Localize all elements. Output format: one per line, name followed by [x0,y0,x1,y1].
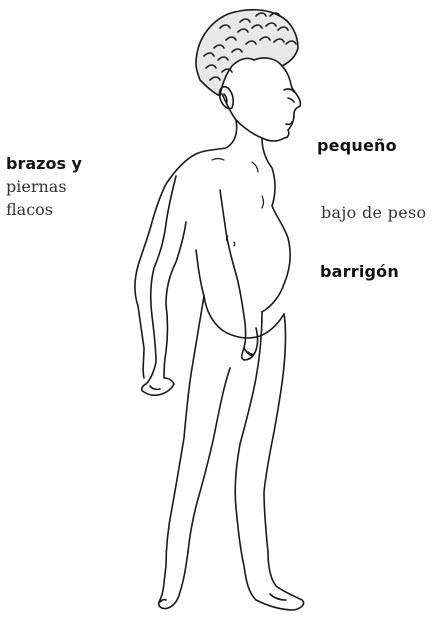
small-label: pequeño [317,136,397,155]
body-details [212,159,264,247]
arms-legs-label: brazos y piernas flacos [6,152,82,221]
hair [196,10,298,96]
belly-label: barrigón [320,262,399,281]
arms-legs-line2: piernas [6,175,82,198]
body [135,120,290,395]
arms-legs-line1: brazos y [6,152,82,175]
head [219,66,300,141]
legs [159,296,304,610]
underweight-label: bajo de peso [321,203,426,222]
arms-legs-line3: flacos [6,198,82,221]
